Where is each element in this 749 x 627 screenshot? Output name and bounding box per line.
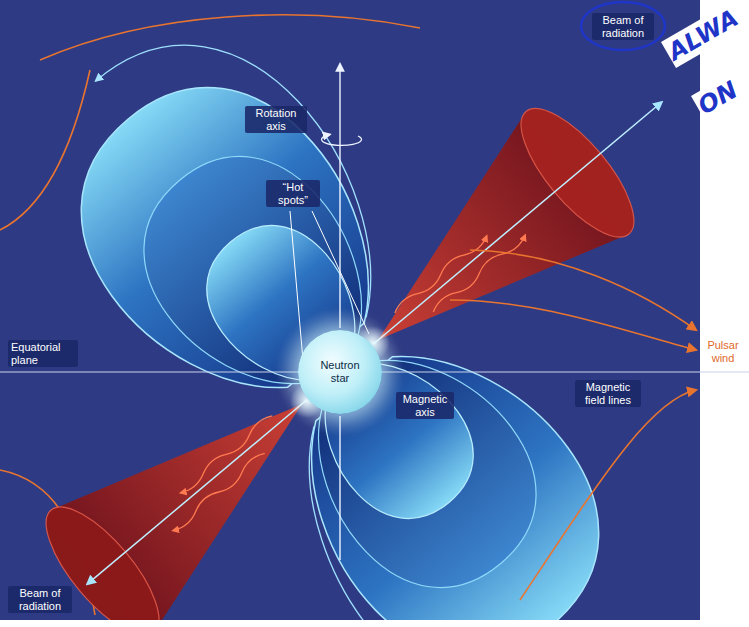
photon-path [170, 450, 267, 533]
wind-line [470, 250, 696, 330]
label-text: Beam of radiation [592, 13, 654, 40]
label-text: Magnetic field lines [575, 380, 641, 407]
rotation-arrow [322, 135, 362, 146]
equatorial-plane-label: Equatorial plane [8, 340, 78, 367]
wind-line [450, 300, 696, 350]
photon-path [431, 232, 528, 315]
rotation-axis-line [339, 416, 340, 560]
hand-drawn-circle [581, 2, 665, 50]
rotation-axis-label: Rotation axis [245, 106, 307, 133]
hot-spots-label: “Hot spots” [266, 180, 320, 207]
wind-line [0, 70, 90, 230]
field-lobe [257, 308, 649, 620]
magnetic-axis-label: Magnetic axis [396, 392, 454, 419]
node-text: Neutron star [310, 359, 370, 384]
leader-line [312, 211, 369, 334]
wind-line [520, 390, 696, 600]
label-text: Equatorial plane [8, 340, 78, 367]
rotation-axis-line [339, 64, 340, 328]
field-lobe-lower [238, 299, 681, 620]
neutron-star: Neutron star [298, 330, 382, 414]
field-line [96, 0, 433, 353]
label-text: “Hot spots” [266, 180, 320, 207]
label-text: ON [691, 74, 745, 122]
pulsar-wind-label: Pulsar wind [701, 338, 745, 365]
magnetic-axis-line [87, 400, 306, 584]
beam-label: Beam of radiation [592, 13, 654, 40]
field-lobe [106, 119, 403, 421]
field-lines-label: Magnetic field lines [575, 380, 641, 407]
label-text: ALWA [661, 2, 745, 68]
handwritten-note: ON [691, 74, 745, 122]
field-line [247, 391, 584, 620]
handwritten-note: ALWA [661, 2, 745, 68]
beam-label: Beam of radiation [8, 586, 72, 613]
field-lobe [31, 38, 423, 436]
magnetic-axis-line [374, 102, 662, 344]
label-text: Magnetic axis [396, 392, 454, 419]
label-text: Pulsar wind [701, 338, 745, 365]
photon-path [392, 233, 489, 316]
label-text: Beam of radiation [8, 586, 72, 613]
magnetosphere [0, 0, 700, 620]
label-text: Rotation axis [245, 106, 307, 133]
field-lobe [277, 323, 574, 620]
